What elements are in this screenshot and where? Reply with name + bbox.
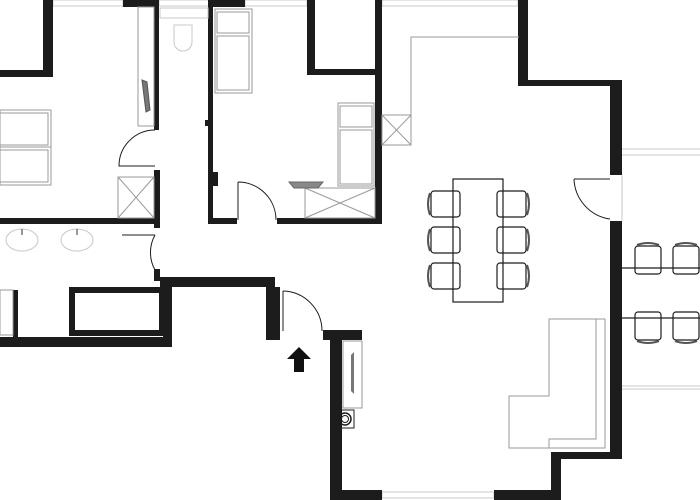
toilet [159, 7, 209, 52]
twin-bedroom-furniture [214, 8, 376, 219]
shelf [0, 289, 14, 336]
chair [427, 226, 461, 254]
left-room-furniture [0, 6, 155, 219]
dining-chairs [427, 190, 530, 290]
terrace-furniture [622, 242, 700, 344]
dining-table [452, 178, 504, 303]
chair [672, 311, 700, 344]
chair [634, 311, 662, 344]
sinks [5, 228, 94, 252]
fireplace [335, 340, 363, 429]
chair [496, 226, 530, 254]
chair [634, 242, 662, 275]
chair [427, 190, 461, 218]
walls [0, 0, 622, 500]
chair [672, 242, 700, 275]
doors [118, 129, 611, 332]
sofa [508, 318, 606, 449]
entrance-arrow-icon [287, 347, 311, 372]
chair [496, 190, 530, 218]
kitchen-counter [381, 36, 519, 146]
chair [496, 262, 530, 290]
chair [427, 262, 461, 290]
